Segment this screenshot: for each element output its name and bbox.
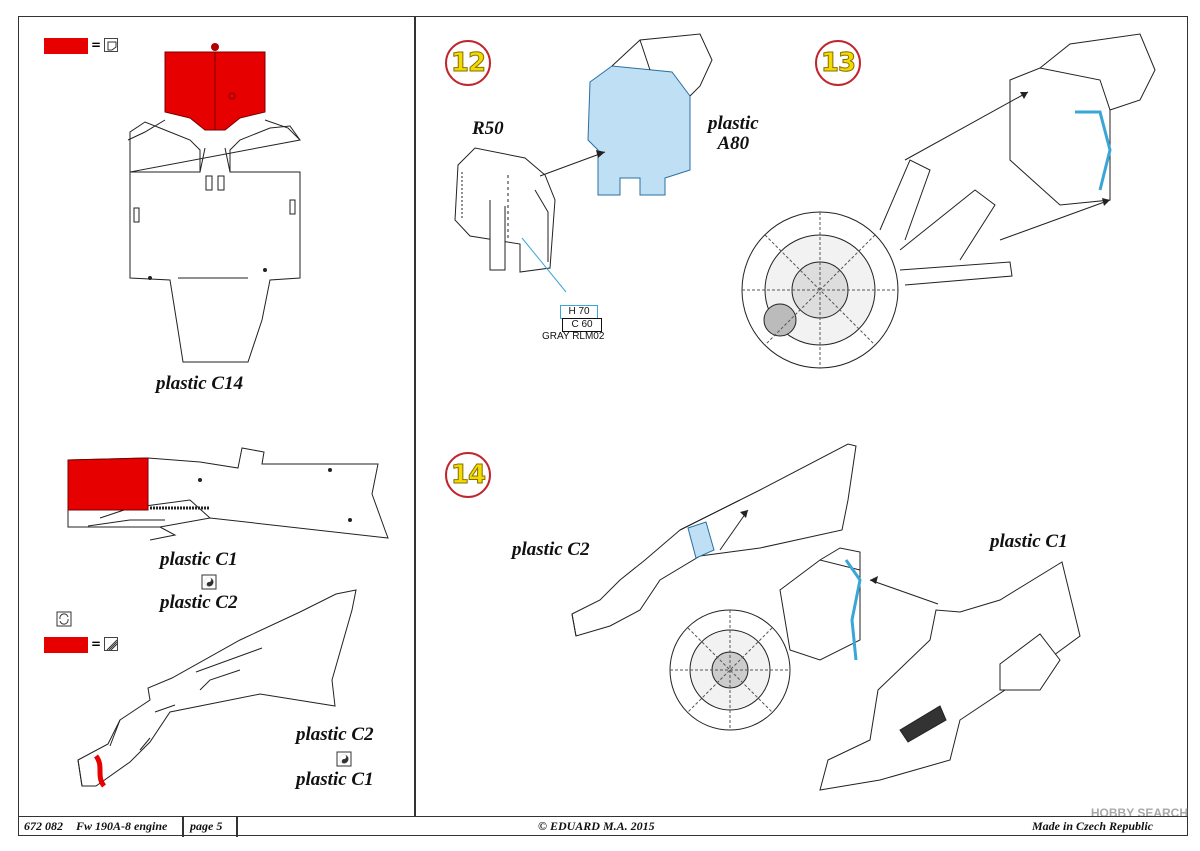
paint-code-humbrol: H 70 — [560, 305, 598, 319]
footer-separator-2 — [236, 817, 238, 837]
step-14-marker: 14 — [445, 452, 491, 498]
label-plastic-c1-top: plastic C1 — [160, 549, 238, 570]
part-c2-drawing — [77, 589, 357, 787]
glue-symbol-icon-2 — [336, 751, 352, 767]
c1-red-part — [67, 457, 149, 511]
engine-drawing-step13 — [741, 33, 1156, 369]
part-c1-step14-drawing — [819, 561, 1081, 791]
footer-page: page 5 — [190, 819, 223, 833]
label-plastic-c2-step14: plastic C2 — [512, 539, 590, 560]
legend-equals-2: = — [91, 637, 102, 651]
label-plastic-c14: plastic C14 — [156, 373, 244, 394]
footer-title: Fw 190A-8 engine — [76, 819, 168, 833]
part-r50-drawing — [454, 147, 556, 273]
c2-red-bend — [93, 754, 107, 788]
label-plastic-c2-bottom: plastic C2 — [296, 724, 374, 745]
step-12-number: 12 — [450, 48, 486, 79]
footer-bar: 672 082 Fw 190A-8 engine page 5 © EDUARD… — [18, 816, 1188, 837]
photo-etch-icon — [104, 38, 118, 52]
footer-kit-number: 672 082 — [24, 819, 63, 833]
page-frame — [18, 16, 1188, 836]
glue-symbol-icon — [201, 574, 217, 590]
label-plastic-c1-bottom: plastic C1 — [296, 769, 374, 790]
step-12-marker: 12 — [445, 40, 491, 86]
photo-etch-swatch-2 — [44, 637, 88, 653]
label-plastic-c1-step14: plastic C1 — [990, 531, 1068, 552]
photo-etch-swatch — [44, 38, 88, 54]
label-r50: R50 — [472, 118, 504, 139]
paint-code-mr-color: C 60 — [562, 318, 602, 332]
label-plastic-a80: plastic A80 — [708, 113, 759, 154]
step-13-marker: 13 — [815, 40, 861, 86]
legend-equals: = — [91, 38, 102, 52]
footer-separator-1 — [182, 817, 184, 837]
footer-origin: Made in Czech Republic — [1032, 819, 1154, 833]
step-13-number: 13 — [820, 48, 856, 79]
engine-drawing-step14 — [669, 547, 861, 731]
part-a80-drawing — [587, 65, 691, 196]
bend-icon — [104, 637, 118, 651]
footer-copyright: © EDUARD M.A. 2015 — [538, 819, 655, 833]
reverse-side-icon — [56, 611, 72, 627]
part-c14-drawing — [127, 119, 301, 363]
part-c2-step14-drawing — [571, 443, 857, 637]
panel-divider — [414, 16, 416, 816]
label-plastic-c2-mid: plastic C2 — [160, 592, 238, 613]
step-14-number: 14 — [450, 460, 486, 491]
paint-name: GRAY RLM02 — [542, 331, 605, 342]
